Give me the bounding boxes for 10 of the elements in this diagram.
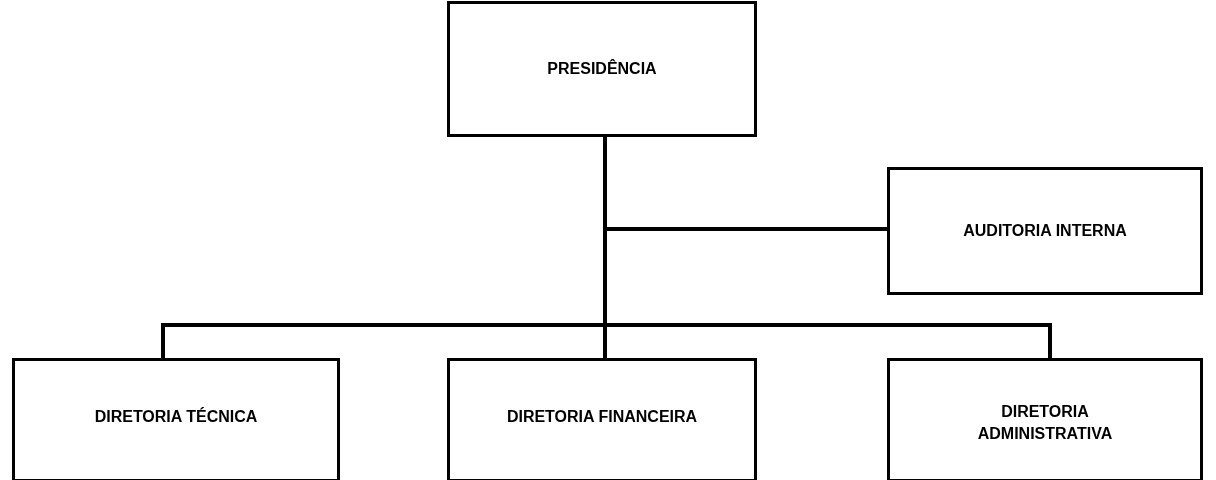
org-box	[887, 358, 1203, 480]
unit-label: AUDITORIA INTERNA	[963, 221, 1127, 242]
unit-label: DIRETORIA FINANCEIRA	[506, 407, 698, 427]
org-box	[447, 1, 757, 137]
unit-label: DIRETORIA TÉCNICA	[94, 406, 258, 427]
org-box	[12, 358, 340, 480]
unit-label: PRESIDÊNCIA	[547, 58, 657, 80]
unit-label: DIRETORIA ADMINISTRATIVA	[976, 402, 1114, 444]
org-box	[887, 167, 1203, 295]
org-box	[447, 358, 757, 480]
